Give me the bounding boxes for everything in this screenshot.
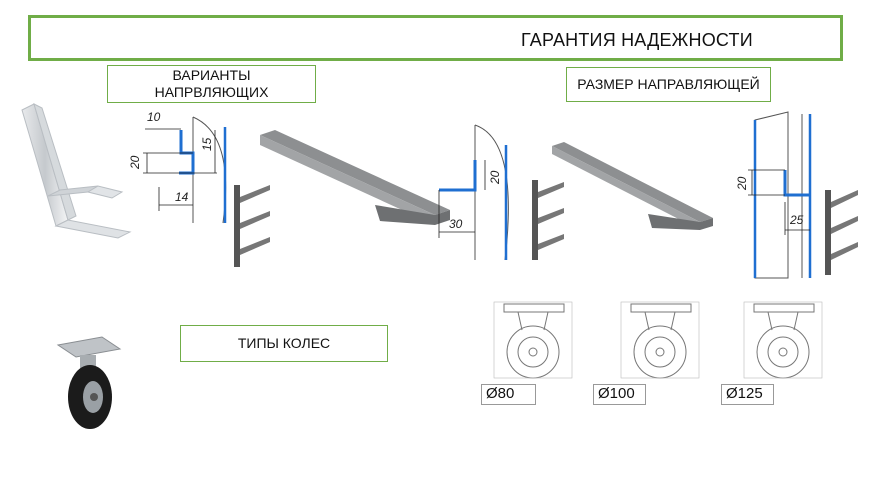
dim-15: 15: [200, 137, 214, 151]
aluminium-profile-image: [21, 103, 132, 239]
rack-fragment-1: [234, 185, 270, 267]
wheel-drawing-125: [743, 301, 823, 379]
page-title: ГАРАНТИЯ НАДЕЖНОСТИ: [521, 30, 753, 50]
dim-20-b: 20: [488, 170, 502, 185]
profile-diagram-1: 10 20 15 14: [128, 110, 227, 224]
wheel-types-label: ТИПЫ КОЛЕС: [180, 325, 388, 362]
steel-angle-image-2: [552, 142, 713, 230]
dim-30: 30: [449, 217, 463, 231]
wheel-size-125: Ø125: [721, 384, 774, 405]
guide-size-label: РАЗМЕР НАПРАВЛЯЮЩЕЙ: [566, 67, 771, 102]
header-frame: ГАРАНТИЯ НАДЕЖНОСТИ: [28, 15, 843, 61]
variants-label: ВАРИАНТЫ НАПРВЛЯЮЩИХ: [107, 65, 316, 103]
profile-diagram-3: 20 25: [735, 111, 858, 279]
steel-angle-image-1: [260, 130, 450, 225]
dim-20-a: 20: [128, 155, 142, 170]
dim-10: 10: [147, 110, 161, 124]
dim-25: 25: [789, 213, 804, 227]
dim-20-c: 20: [735, 176, 749, 191]
wheel-size-80: Ø80: [481, 384, 536, 405]
rack-fragment-2: [532, 180, 564, 260]
variants-label-line2: НАПРВЛЯЮЩИХ: [154, 84, 269, 100]
dim-14: 14: [175, 190, 189, 204]
wheel-drawing-80: [493, 301, 573, 379]
caster-wheel-image: [56, 336, 122, 429]
profile-diagram-2: 20 30: [438, 124, 509, 261]
wheel-drawing-100: [620, 301, 700, 379]
wheel-size-100: Ø100: [593, 384, 646, 405]
variants-label-line1: ВАРИАНТЫ: [172, 67, 251, 83]
